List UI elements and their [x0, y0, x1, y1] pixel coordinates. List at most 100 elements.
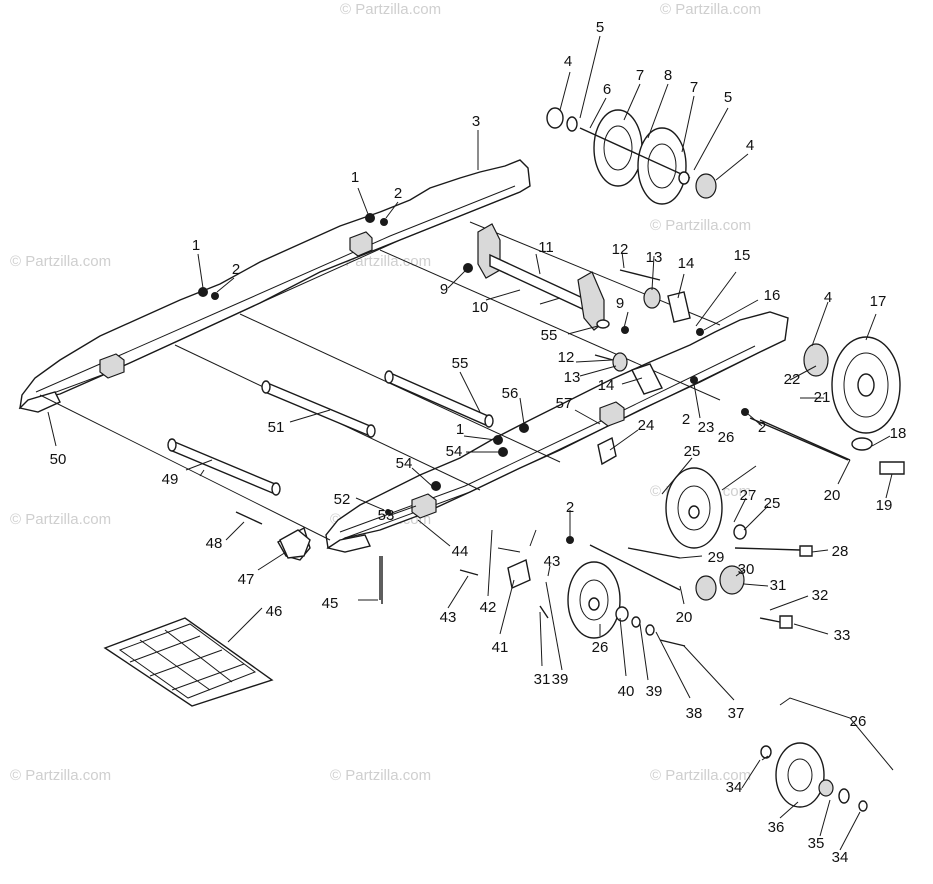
callout-label: 41	[492, 639, 509, 656]
leader-lines	[47, 35, 893, 851]
callout-label: 2	[232, 261, 240, 278]
callout-label: 18	[890, 425, 907, 442]
callout-label: 37	[728, 705, 745, 722]
callout-label: 10	[472, 299, 489, 316]
rear-idler-wheel	[759, 336, 901, 461]
callout-label: 2	[394, 185, 402, 202]
callout-label: 1	[456, 421, 464, 438]
callout-label: 12	[558, 349, 575, 366]
watermark-text: © Partzilla.com	[660, 1, 761, 18]
callout-label: 46	[266, 603, 283, 620]
callout-label: 25	[684, 443, 701, 460]
callout-label: 55	[541, 327, 558, 344]
callout-label: 5	[596, 19, 604, 36]
idler-wheel-assembly-top	[546, 107, 717, 205]
callout-label: 28	[832, 543, 849, 560]
callout-label: 27	[740, 487, 757, 504]
front-arm-assembly	[477, 223, 610, 331]
callout-label: 9	[440, 281, 448, 298]
callout-labels: 1 1 1 2 2 2 2 2 3 4 4 4 5 5 6 7 7 8 9 9 …	[50, 19, 907, 866]
rear-rail-right	[325, 311, 789, 550]
callout-label: 52	[334, 491, 351, 508]
callout-label: 38	[686, 705, 703, 722]
callout-label: 31	[770, 577, 787, 594]
callout-label: 54	[396, 455, 413, 472]
callout-label: 4	[746, 137, 754, 154]
rail-bracket	[349, 231, 373, 257]
watermark-text: © Partzilla.com	[650, 767, 751, 784]
callout-label: 13	[646, 249, 663, 266]
callout-label: 3	[472, 113, 480, 130]
callout-label: 4	[564, 53, 572, 70]
callout-label: 6	[603, 81, 611, 98]
callout-label: 50	[50, 451, 67, 468]
callout-label: 8	[664, 67, 672, 84]
callout-label: 55	[452, 355, 469, 372]
callout-label: 45	[322, 595, 339, 612]
callout-label: 2	[758, 419, 766, 436]
callout-label: 29	[708, 549, 725, 566]
callout-label: 43	[440, 609, 457, 626]
nuts	[198, 213, 749, 544]
callout-label: 57	[556, 395, 573, 412]
skid-plate	[103, 617, 274, 707]
callout-label: 36	[768, 819, 785, 836]
watermark-text: © Partzilla.com	[340, 1, 441, 18]
callout-label: 1	[351, 169, 359, 186]
callout-label: 11	[538, 239, 554, 256]
callout-label: 26	[850, 713, 867, 730]
callout-label: 35	[808, 835, 825, 852]
wheel-26-detail	[760, 697, 894, 812]
rail-bracket	[599, 401, 625, 427]
part-47	[279, 529, 311, 559]
callout-label: 39	[552, 671, 569, 688]
callout-label: 21	[814, 389, 831, 406]
callout-label: 31	[534, 671, 551, 688]
callout-label: 26	[592, 639, 609, 656]
callout-label: 23	[698, 419, 715, 436]
callout-label: 19	[876, 497, 893, 514]
tube-51	[261, 380, 376, 438]
tube-55	[384, 370, 494, 428]
callout-label: 24	[638, 417, 655, 434]
tube-49	[167, 438, 281, 496]
callout-label: 43	[544, 553, 561, 570]
watermark-text: © Partzilla.com	[10, 767, 111, 784]
wheel-26-upper	[665, 467, 723, 549]
callout-label: 17	[870, 293, 887, 310]
callout-label: 51	[268, 419, 285, 436]
callout-label: 39	[646, 683, 663, 700]
rail-tip-left	[18, 391, 61, 413]
part-48	[235, 511, 263, 525]
callout-label: 14	[598, 377, 615, 394]
callout-label: 34	[726, 779, 743, 796]
callout-label: 53	[378, 507, 395, 524]
callout-label: 25	[764, 495, 781, 512]
callout-label: 1	[192, 237, 200, 254]
callout-label: 5	[724, 89, 732, 106]
callout-label: 42	[480, 599, 497, 616]
callout-label: 22	[784, 371, 801, 388]
callout-label: 49	[162, 471, 179, 488]
callout-label: 56	[502, 385, 519, 402]
watermark-text: © Partzilla.com	[10, 253, 111, 270]
callout-label: 16	[764, 287, 781, 304]
callout-label: 20	[824, 487, 841, 504]
callout-label: 7	[690, 79, 698, 96]
callout-label: 4	[824, 289, 832, 306]
callout-label: 15	[734, 247, 751, 264]
callout-label: 13	[564, 369, 581, 386]
callout-label: 26	[718, 429, 735, 446]
rail-bracket	[411, 493, 437, 519]
callout-label: 34	[832, 849, 849, 866]
callout-label: 48	[206, 535, 223, 552]
callout-label: 47	[238, 571, 255, 588]
callout-label: 9	[616, 295, 624, 312]
rail-tip-right	[326, 534, 371, 553]
callout-label: 44	[452, 543, 469, 560]
callout-label: 7	[636, 67, 644, 84]
watermark-text: © Partzilla.com	[650, 217, 751, 234]
callout-label: 14	[678, 255, 695, 272]
callout-label: 40	[618, 683, 635, 700]
